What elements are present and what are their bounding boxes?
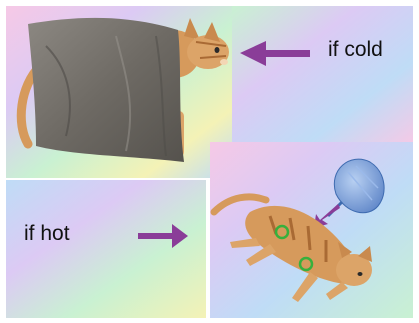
cold-cat-panel (6, 6, 232, 178)
blanket-icon (28, 18, 184, 162)
cold-caption-panel (232, 6, 413, 146)
hot-caption-panel (6, 180, 206, 318)
cold-caption: if cold (328, 38, 383, 62)
hot-cat-panel (210, 142, 413, 318)
hot-caption: if hot (24, 222, 70, 246)
